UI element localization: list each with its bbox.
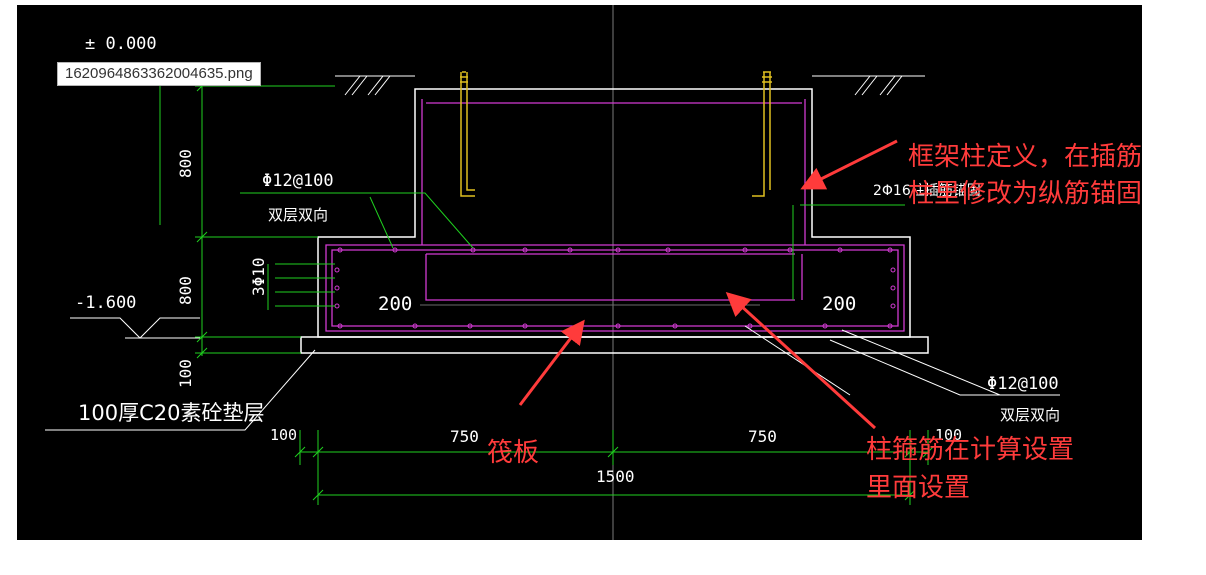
inner-left-dim: 200 [378, 293, 412, 315]
dimension-lines [159, 77, 934, 505]
top-rebar-note: 双层双向 [268, 206, 328, 224]
dim-half-right: 750 [748, 427, 777, 446]
elevation-bottom-label: -1.600 [75, 293, 136, 313]
drawing-background [17, 5, 1142, 540]
dim-cushion-height: 100 [176, 359, 195, 388]
anchor-bolts [460, 71, 772, 197]
dim-left-offset: 100 [270, 426, 297, 444]
dim-side-rebar: 3Φ10 [249, 257, 268, 296]
annotation-stirrup-2: 里面设置 [866, 473, 970, 503]
dim-half-left: 750 [450, 427, 479, 446]
inner-right-dim: 200 [822, 293, 856, 315]
leader-lines [45, 317, 1060, 431]
annotation-stirrup-1: 柱箍筋在计算设置 [866, 435, 1074, 465]
dim-right-offset: 100 [935, 426, 962, 444]
elevation-top-label: ± 0.000 [85, 34, 157, 54]
annotation-raft: 筏板 [487, 438, 539, 468]
cushion-layer [300, 336, 929, 354]
ground-line [335, 75, 925, 96]
column-rebar-label: 2Φ16柱插筋锚固 [873, 182, 981, 199]
image-filename-tag: 1620964863362004635.png [57, 62, 261, 86]
bottom-rebar-label: Φ12@100 [987, 374, 1059, 394]
dim-total: 1500 [596, 467, 635, 486]
annotation-column-definition-1: 框架柱定义，在插筋 [908, 142, 1142, 172]
annotation-arrows [518, 139, 898, 430]
rebar-dots [334, 247, 896, 329]
annotation-column-definition-2: 柱里修改为纵筋锚固 [908, 179, 1142, 209]
dim-top-height: 800 [176, 149, 195, 178]
cushion-layer-label: 100厚C20素砼垫层 [78, 401, 264, 425]
top-rebar-label: Φ12@100 [262, 171, 334, 191]
dim-bottom-height: 800 [176, 276, 195, 305]
bottom-rebar-note: 双层双向 [1000, 406, 1060, 424]
